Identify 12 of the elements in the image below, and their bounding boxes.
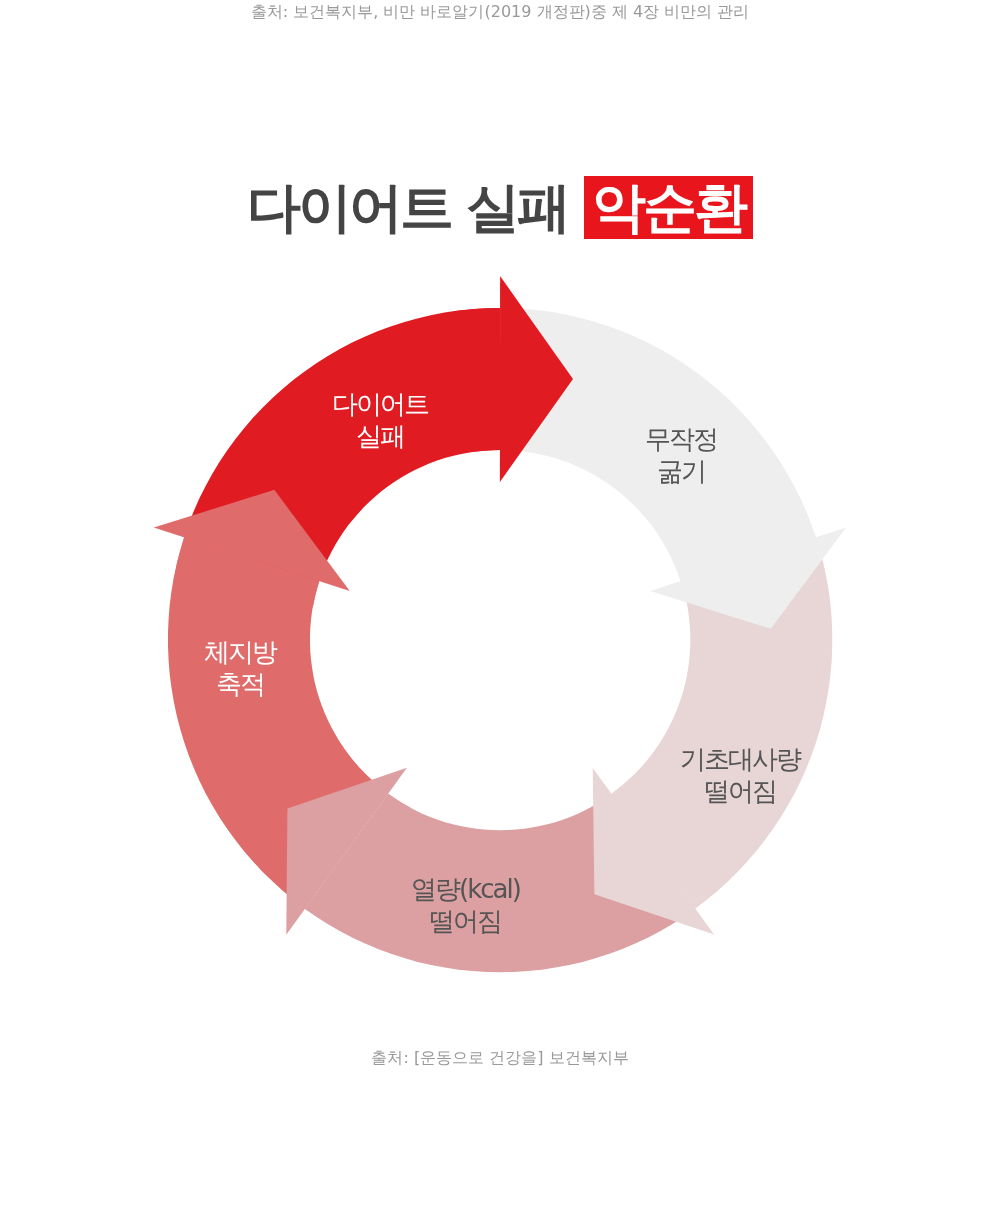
arrow	[286, 766, 412, 936]
arrow	[153, 489, 351, 609]
arrow	[591, 769, 730, 934]
segment-label: 기초대사량 떨어짐	[679, 743, 802, 807]
source-note: 출처: 보건복지부, 비만 바로알기(2019 개정판)중 제 4장 비만의 관리	[249, 2, 751, 23]
segment-label: 체지방 축적	[203, 636, 278, 700]
arrow	[455, 276, 573, 482]
segment-label: 무작정 굶기	[643, 423, 718, 487]
title: 다이어트 실패 악순환	[0, 172, 1000, 244]
caption: 출처: [운동으로 건강을] 보건복지부	[370, 1048, 630, 1069]
segment-label: 열량(kcal) 떨어짐	[410, 873, 521, 937]
segment-label: 다이어트 실패	[331, 388, 430, 452]
